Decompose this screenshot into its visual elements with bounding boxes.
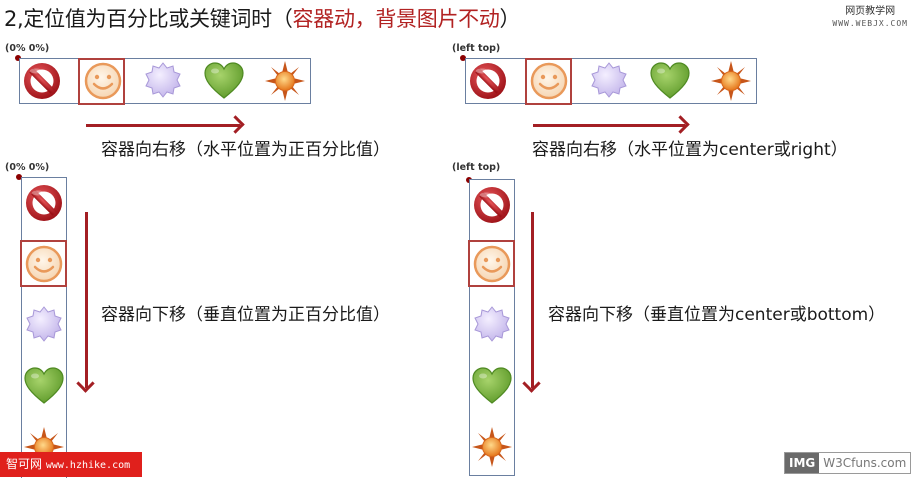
no-entry-icon — [22, 181, 66, 225]
watermark-right: IMG W3Cfuns.com — [784, 452, 912, 474]
heart-icon — [470, 364, 514, 408]
container-frame-br — [468, 240, 515, 287]
sprite-strip-tl — [19, 58, 311, 104]
watermark-left-name: 智可网 — [6, 457, 43, 471]
sprite-strip-tr — [465, 58, 757, 104]
caption-bl: 容器向下移（垂直位置为正百分比值） — [101, 305, 390, 325]
sun-icon — [263, 59, 307, 103]
origin-dot-bl — [16, 174, 22, 180]
no-entry-icon — [466, 59, 510, 103]
caption-br: 容器向下移（垂直位置为center或bottom） — [548, 305, 886, 325]
sprite-strip-bl — [21, 177, 67, 478]
sprite-strip-br — [469, 179, 515, 476]
coord-label-bl: (0% 0%) — [5, 162, 50, 173]
title-main: 2,定位值为百分比或关键词时（ — [4, 7, 293, 31]
sun-icon — [470, 425, 514, 469]
badge-icon — [141, 59, 185, 103]
badge-icon — [587, 59, 631, 103]
heart-icon — [22, 364, 66, 408]
badge-icon — [470, 303, 514, 347]
arrow-right-tl — [86, 124, 240, 127]
heart-icon — [648, 59, 692, 103]
arrow-down-br — [531, 212, 534, 388]
caption-tl: 容器向右移（水平位置为正百分比值） — [101, 140, 390, 160]
watermark-top-url: WWW.WEBJX.COM — [832, 19, 908, 28]
coord-label-tr: (left top) — [452, 43, 501, 54]
caption-tr: 容器向右移（水平位置为center或right） — [532, 140, 848, 160]
page-title: 2,定位值为百分比或关键词时（容器动，背景图片不动） — [4, 3, 521, 33]
coord-label-br: (left top) — [452, 162, 501, 173]
title-close: ） — [499, 7, 521, 31]
container-frame-tl — [78, 58, 125, 105]
watermark-right-site: W3Cfuns.com — [819, 453, 911, 473]
heart-icon — [202, 59, 246, 103]
origin-dot-tl — [15, 55, 21, 61]
arrow-right-tr — [533, 124, 685, 127]
container-frame-bl — [20, 240, 67, 287]
no-entry-icon — [470, 183, 514, 227]
watermark-left-url: www.hzhike.com — [45, 460, 131, 471]
sun-icon — [709, 59, 753, 103]
origin-dot-tr — [460, 55, 466, 61]
watermark-right-img: IMG — [785, 453, 820, 473]
no-entry-icon — [20, 59, 64, 103]
watermark-top: 网页教学网 WWW.WEBJX.COM — [832, 6, 908, 30]
watermark-left: 智可网 www.hzhike.com — [0, 452, 142, 477]
arrow-down-bl — [85, 212, 88, 388]
watermark-top-name: 网页教学网 — [845, 6, 896, 17]
container-frame-tr — [525, 58, 572, 105]
coord-label-tl: (0% 0%) — [5, 43, 50, 54]
title-highlight: 容器动，背景图片不动 — [292, 7, 500, 31]
badge-icon — [22, 303, 66, 347]
